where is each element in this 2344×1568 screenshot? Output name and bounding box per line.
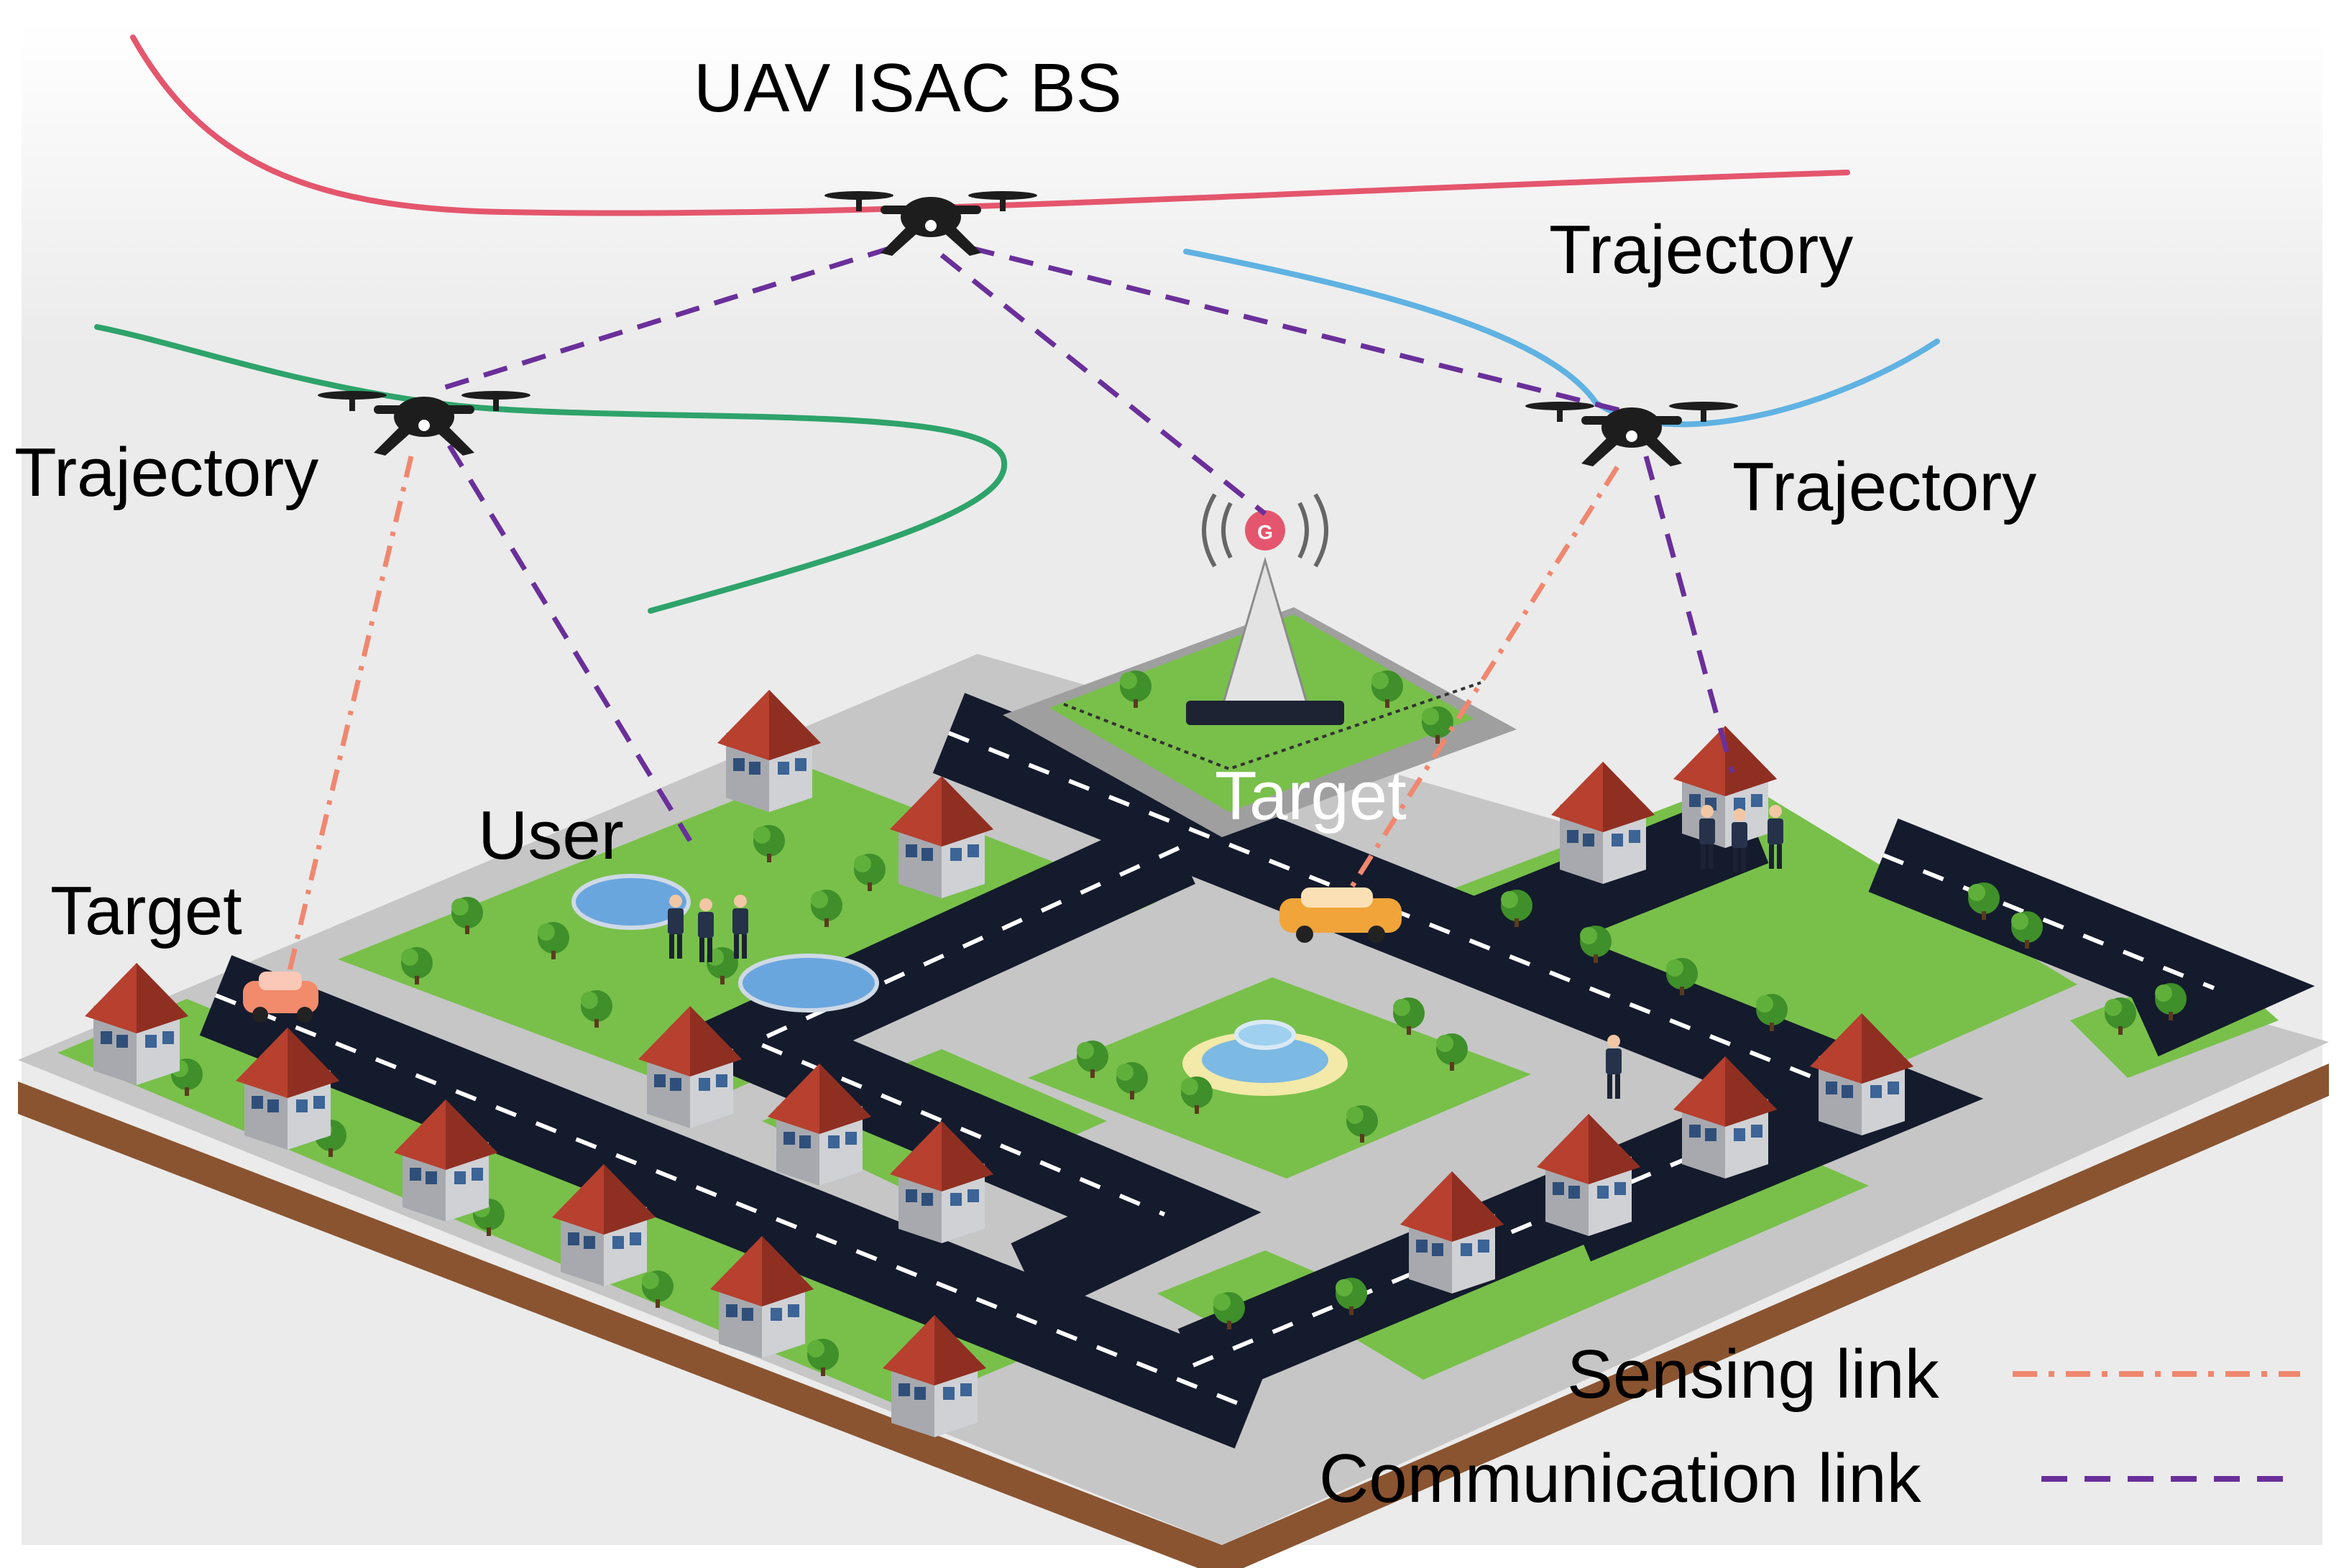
user-label: User <box>478 797 624 874</box>
target-left-label: Target <box>50 872 242 949</box>
trajectory-top <box>130 34 1850 216</box>
trajectory-left <box>94 324 1007 614</box>
trajectory-left-label: Trajectory <box>14 434 319 511</box>
trajectory-top-right-label: Trajectory <box>1549 211 1854 288</box>
pond-icon <box>571 874 691 930</box>
cell-tower-icon: G <box>1186 493 1344 725</box>
road-markings <box>214 731 2215 1411</box>
car-icon <box>243 972 318 1023</box>
trajectories <box>94 34 1940 614</box>
uav-isac-bs-label: UAV ISAC BS <box>694 50 1122 126</box>
pond-icon <box>738 954 879 1013</box>
fountain-icon <box>1182 1020 1348 1096</box>
trajectory-right <box>1183 249 1940 428</box>
sensing-links <box>286 456 1619 974</box>
trajectory-right-label: Trajectory <box>1732 448 2037 525</box>
communication-links <box>430 245 1735 842</box>
legend-sensing-label: Sensing link <box>1567 1336 1939 1413</box>
car-icon <box>1279 887 1402 943</box>
target-center-label: Target <box>1215 757 1407 834</box>
svg-text:G: G <box>1257 521 1273 543</box>
legend-communication-label: Communication link <box>1319 1440 1921 1517</box>
